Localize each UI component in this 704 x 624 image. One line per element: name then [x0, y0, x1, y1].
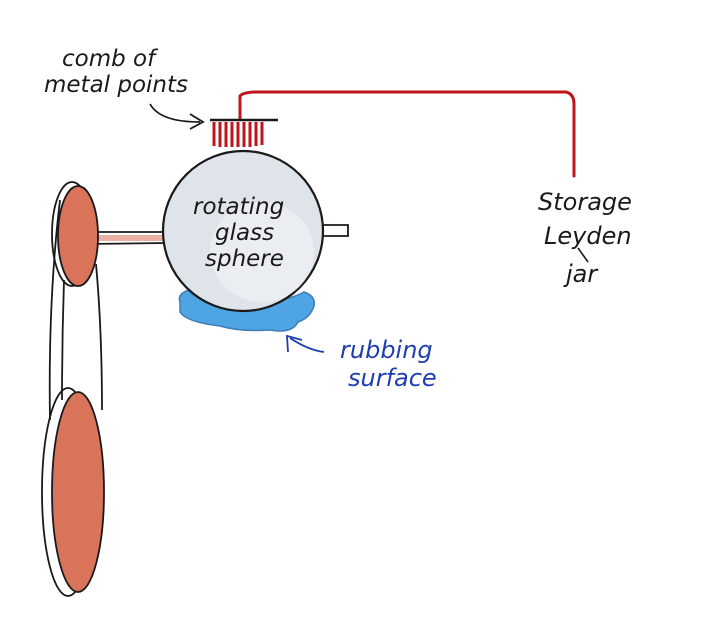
jar-pointer: [577, 247, 589, 263]
storage-label-line1: Storage: [538, 188, 632, 216]
comb-arrow: [149, 103, 201, 123]
upper-wheel: [51, 181, 99, 287]
sphere-label-line3: sphere: [205, 246, 284, 272]
rubbing-label-line1: rubbing: [340, 336, 433, 364]
comb-label-line1: comb of: [62, 46, 156, 72]
storage-label-line3: jar: [566, 260, 598, 288]
rubbing-label-line2: surface: [348, 364, 437, 392]
comb-label-line2: metal points: [44, 72, 189, 98]
rubbing-arrowhead: [286, 334, 303, 353]
metal-comb: [210, 118, 278, 147]
sphere-label-line1: rotating: [193, 194, 285, 220]
storage-label-line2: Leyden: [544, 222, 632, 250]
rubbing-arrow: [289, 337, 325, 353]
lower-wheel: [41, 387, 105, 597]
comb-arrowhead: [189, 113, 205, 130]
connecting-wire: [238, 90, 576, 178]
sphere-label-line2: glass: [215, 220, 275, 246]
drive-belt: [48, 199, 103, 421]
